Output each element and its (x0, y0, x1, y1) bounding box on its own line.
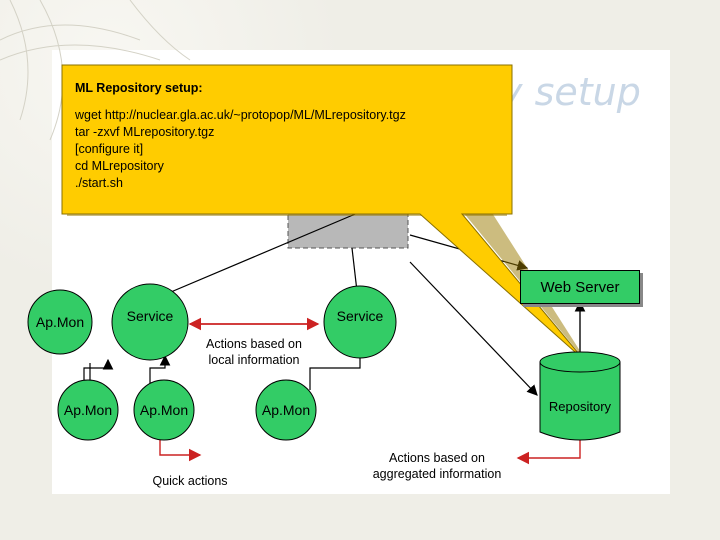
repository-cylinder (539, 351, 621, 441)
callout-text: ML Repository setup: wget http://nuclear… (75, 80, 406, 192)
callout-heading: ML Repository setup: (75, 81, 203, 95)
service-left-label: Service (126, 308, 174, 324)
actions-local-line1: Actions based on (206, 337, 302, 351)
setup-command: [configure it] (75, 142, 144, 156)
actions-aggregated-line1: Actions based on (389, 451, 485, 465)
setup-command: cd MLrepository (75, 159, 164, 173)
web-server-box: Web Server (520, 270, 640, 304)
apmon-bottom-3-circle (255, 379, 317, 441)
apmon-bottom-2-circle (133, 379, 195, 441)
service-left-circle (111, 283, 189, 361)
setup-command: ./start.sh (75, 176, 123, 190)
service-right-circle (323, 285, 397, 359)
quick-actions-label: Quick actions (152, 474, 228, 488)
service-right-label: Service (336, 308, 384, 324)
actions-local-line2: local information (208, 353, 300, 367)
setup-command: wget http://nuclear.gla.ac.uk/~protopop/… (75, 108, 406, 122)
repository-label: Repository (548, 398, 612, 414)
apmon-bottom-1-circle (57, 379, 119, 441)
actions-aggregated-label: Actions based on aggregated information (362, 450, 512, 482)
apmon-left-circle (27, 289, 93, 355)
actions-aggregated-line2: aggregated information (372, 467, 502, 481)
action-arrows (159, 317, 581, 465)
apmon-bottom-2-label: Ap.Mon (139, 402, 189, 418)
node-circles (27, 283, 397, 441)
apmon-bottom-1-label: Ap.Mon (63, 402, 113, 418)
actions-local-label: Actions based on local information (190, 336, 318, 368)
slide-title-fragment: y setup (500, 70, 641, 114)
apmon-bottom-3-label: Ap.Mon (261, 402, 311, 418)
setup-callout (61, 64, 589, 365)
setup-command: tar -zxvf MLrepository.tgz (75, 125, 215, 139)
apmon-left-label: Ap.Mon (35, 314, 85, 330)
